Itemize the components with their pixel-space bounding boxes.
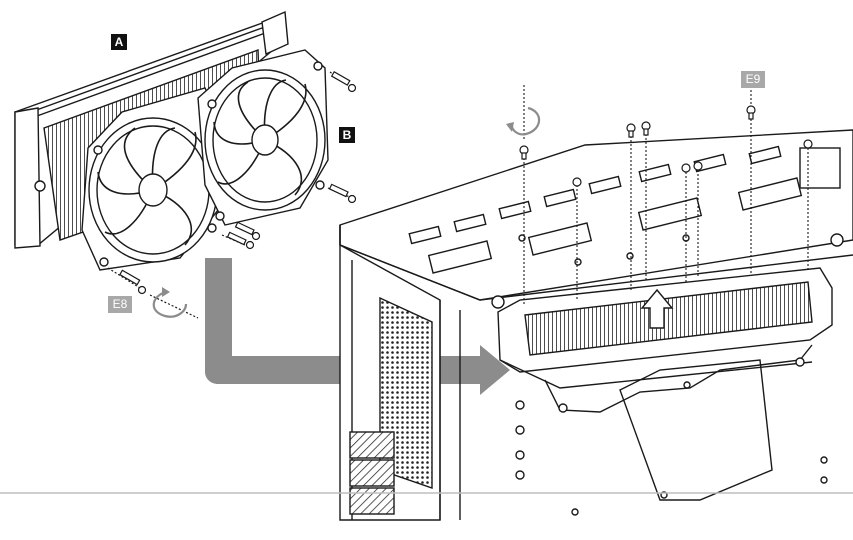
e9-screws bbox=[519, 105, 813, 187]
radiator-assembly bbox=[14, 10, 357, 319]
rotate-arrow-icon bbox=[506, 106, 541, 136]
e9-screw-guides bbox=[523, 85, 809, 305]
label-a: A bbox=[111, 34, 127, 50]
label-e8: E8 bbox=[108, 296, 132, 313]
rotate-arrow-icon bbox=[152, 287, 188, 318]
pc-case bbox=[339, 129, 853, 521]
fan-screws bbox=[107, 70, 357, 319]
installed-radiator-fins bbox=[524, 281, 813, 356]
label-b: B bbox=[339, 127, 355, 143]
top-panel-slots bbox=[408, 145, 841, 274]
fan-left bbox=[81, 87, 223, 271]
fan-right bbox=[197, 49, 329, 226]
label-e9: E9 bbox=[741, 71, 765, 88]
install-direction-arrow-icon bbox=[640, 288, 674, 329]
installed-radiator bbox=[497, 267, 833, 413]
expansion-slots bbox=[349, 431, 395, 515]
